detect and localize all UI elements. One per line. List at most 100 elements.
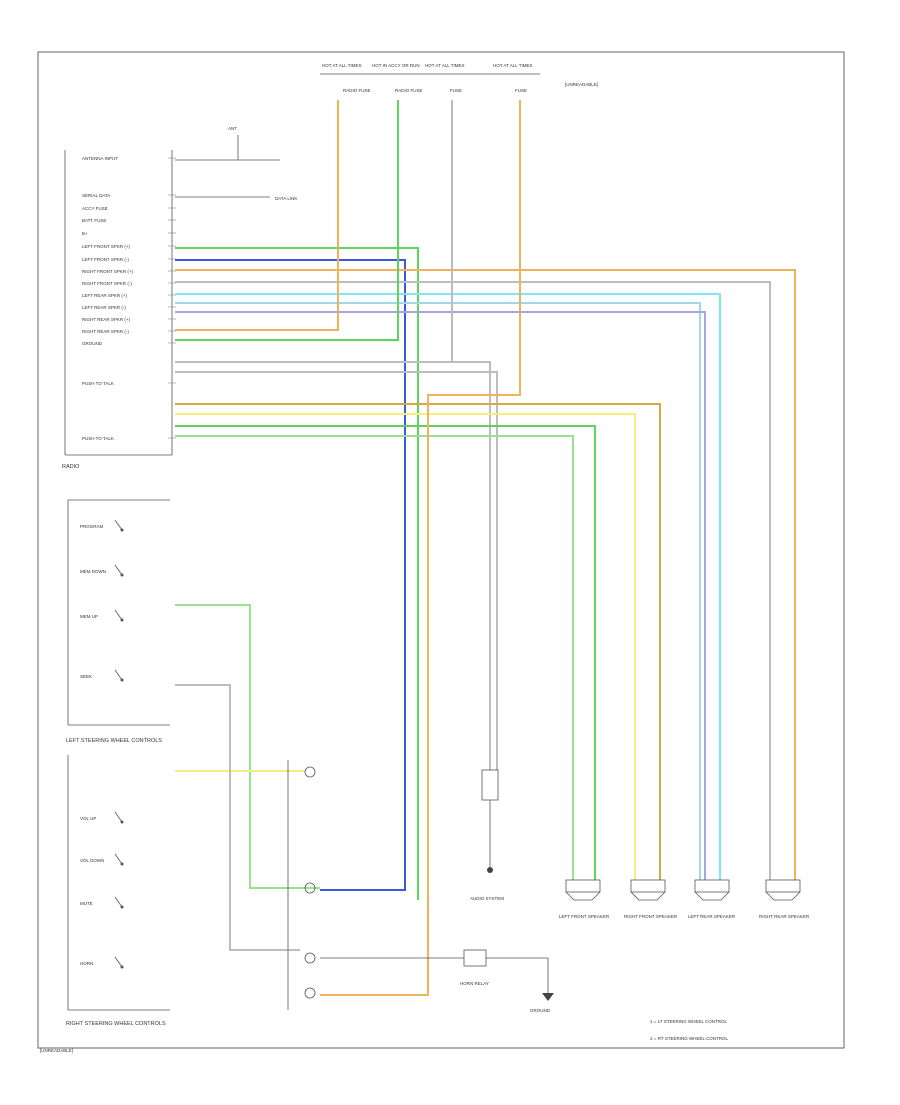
ground-symbol (542, 993, 554, 1001)
rsw-label: RIGHT STEERING WHEEL CONTROLS (66, 1021, 166, 1027)
rsw-switch-contact (114, 896, 123, 908)
rsw-switch-node (120, 905, 124, 909)
legend-item-1: 1 = LT STEERING WHEEL CONTROL (650, 1019, 728, 1024)
lsw-switch-node (120, 618, 124, 622)
rsw-switch-node (120, 862, 124, 866)
radio-pin-label: SERIAL DATA (82, 193, 110, 198)
ground-label: GROUND (530, 1008, 551, 1013)
radio-pin-label: ACCY FUSE (82, 206, 108, 211)
fuse-detail-4: FUSE (515, 88, 527, 93)
lsw-switch-label: MEM DOWN (80, 569, 106, 574)
legend-item-2: 2 = RT STEERING WHEEL CONTROL (650, 1036, 729, 1041)
horn-circuit: HORN RELAY GROUND AUDIO SYSTEM (320, 769, 554, 1013)
audio-system-label: AUDIO SYSTEM (470, 896, 504, 901)
radio-pin-label: B+ (82, 231, 88, 236)
rsw-switches: VOL UP VOL DOWN MUTE HORN (80, 811, 124, 969)
radio-block: RADIO ANTENNA INPUT SERIAL DATA ACCY FUSE B… (62, 126, 297, 470)
wire-lightblue (175, 302, 701, 880)
wire-grey (175, 361, 491, 770)
speaker-cone (694, 891, 730, 901)
fuse-detail-1: RADIO FUSE (343, 88, 371, 93)
wire-lightgreen (175, 435, 574, 880)
clockspring-connector-3 (304, 952, 316, 964)
audio-system-fuse-box (481, 769, 499, 801)
rsw-switch-label: MUTE (80, 901, 93, 906)
horn-relay-label: HORN RELAY (460, 981, 489, 986)
lsw-switch-node (120, 573, 124, 577)
rsw-switch-label: HORN (80, 961, 93, 966)
left-steering-controls: LEFT STEERING WHEEL CONTROLS PROGRAM MEM … (66, 499, 170, 744)
horn-relay-box (463, 949, 487, 967)
wire-lavender (175, 311, 706, 880)
speaker-cone (565, 891, 601, 901)
wire-green (175, 247, 419, 900)
radio-label: RADIO (62, 464, 80, 470)
clockspring-connector-1 (304, 766, 316, 778)
speaker-label: RIGHT REAR SPEAKER (759, 914, 810, 919)
rsw-switch-node (120, 820, 124, 824)
speaker-body (630, 879, 666, 893)
wire-lightgreen (175, 604, 320, 889)
rsw-switch-contact (114, 956, 123, 968)
rsw-switch-label: VOL UP (80, 816, 96, 821)
wire-yellow (175, 413, 636, 880)
fuse-label-2: HOT IN ACCY OR RUN (372, 63, 420, 68)
fuse-detail-2: RADIO FUSE (395, 88, 423, 93)
legend: 1 = LT STEERING WHEEL CONTROL 2 = RT STE… (650, 1019, 729, 1041)
radio-pin-label: RIGHT REAR SPKR (+) (82, 317, 131, 322)
serial-data-dest: DATA LINK (275, 196, 297, 201)
top-note: [UNREADABLE] (565, 82, 598, 87)
audio-system-node (487, 867, 493, 873)
radio-pin-label: LEFT FRONT SPKR (-) (82, 257, 129, 262)
speaker-label: LEFT REAR SPEAKER (688, 914, 736, 919)
wire-blue (175, 259, 406, 891)
radio-pin-label: GROUND (82, 341, 103, 346)
fuse-label-3: HOT AT ALL TIMES (425, 63, 465, 68)
lsw-switch-label: PROGRAM (80, 524, 104, 529)
radio-pin-label: LEFT REAR SPKR (-) (82, 305, 126, 310)
wire-cyan (175, 293, 721, 880)
top-fuse-labels: HOT AT ALL TIMES HOT IN ACCY OR RUN HOT … (320, 63, 598, 93)
wire-grey (175, 684, 300, 951)
speaker-cone (630, 891, 666, 901)
radio-pin-label: RIGHT FRONT SPKR (-) (82, 281, 132, 286)
lsw-switch-node (120, 528, 124, 532)
lsw-switch-contact (114, 609, 123, 621)
radio-pin-label: LEFT REAR SPKR (+) (82, 293, 128, 298)
radio-pin-label: RIGHT FRONT SPKR (+) (82, 269, 133, 274)
wire-darkorange (175, 403, 661, 880)
rsw-switch-label: VOL DOWN (80, 858, 104, 863)
fuse-label-1: HOT AT ALL TIMES (322, 63, 362, 68)
speaker-label: LEFT FRONT SPEAKER (559, 914, 610, 919)
lsw-switch-contact (114, 519, 123, 531)
rsw-switch-contact (114, 811, 123, 823)
wire-grey (175, 281, 771, 880)
clockspring (287, 760, 316, 1010)
radio-pin-label: PUSH TO TALK (82, 436, 114, 441)
speaker-label: RIGHT FRONT SPEAKER (624, 914, 678, 919)
radio-pin-label: BATT FUSE (82, 218, 106, 223)
lsw-switch-label: MEM UP (80, 614, 98, 619)
rsw-switch-node (120, 965, 124, 969)
lsw-switch-contact (114, 669, 123, 681)
speakers: LEFT FRONT SPEAKER RIGHT FRONT SPEAKER LEF… (559, 879, 810, 919)
lsw-label: LEFT STEERING WHEEL CONTROLS (66, 738, 162, 744)
speaker-cone (765, 891, 801, 901)
wire-green (175, 425, 596, 880)
radio-pin-label: RIGHT REAR SPKR (-) (82, 329, 129, 334)
fuse-detail-3: FUSE (450, 88, 462, 93)
footer-code: [UNREADABLE] (40, 1048, 73, 1053)
wire-orange (175, 269, 796, 880)
radio-pin-label: PUSH TO TALK (82, 381, 114, 386)
clockspring-connector-2 (304, 882, 316, 894)
lsw-switch-node (120, 678, 124, 682)
wire-grey (175, 371, 498, 770)
lsw-switch-contact (114, 564, 123, 576)
radio-pin-label: LEFT FRONT SPKR (+) (82, 244, 130, 249)
radio-pin-label: ANTENNA INPUT (82, 156, 118, 161)
speaker-body (694, 879, 730, 893)
rsw-switch-contact (114, 853, 123, 865)
diagram-frame (37, 51, 845, 1049)
